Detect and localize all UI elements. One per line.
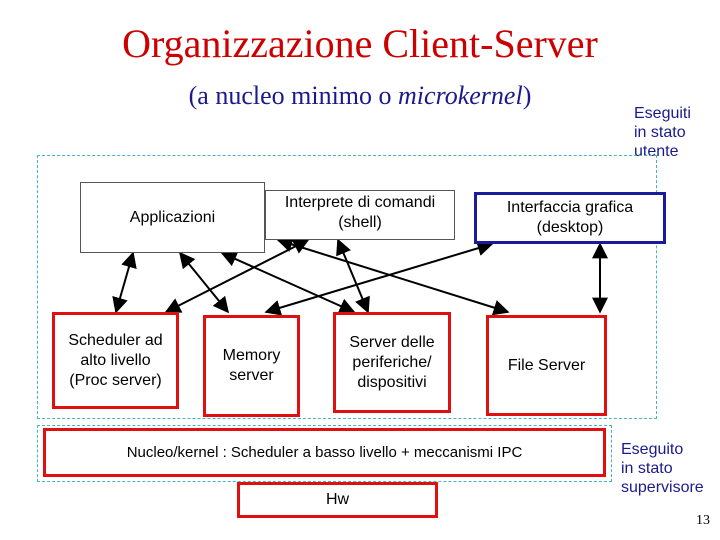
device-server-box: Server delle periferiche/ dispositivi xyxy=(333,312,451,413)
arrow-desktop-memory xyxy=(264,240,494,316)
subtitle-prefix: (a nucleo minimo o xyxy=(188,81,399,110)
arrow-apps-memory xyxy=(178,251,230,314)
arrow-shell-devices xyxy=(336,238,370,314)
shell-box: Interprete di comandi (shell) xyxy=(265,190,455,240)
supervisor-mode-region xyxy=(37,425,612,482)
subtitle-suffix: ) xyxy=(522,81,532,110)
memory-server-box: Memory server xyxy=(203,315,300,417)
supervisor-mode-note: Eseguito in stato supervisore xyxy=(621,441,704,496)
desktop-box: Interfaccia grafica (desktop) xyxy=(474,192,666,244)
page-title: Organizzazione Client-Server xyxy=(122,21,598,66)
kernel-box: Nucleo/kernel : Scheduler a basso livell… xyxy=(43,428,606,477)
applications-box: Applicazioni xyxy=(80,182,265,253)
subtitle-italic: microkernel xyxy=(398,81,523,110)
user-mode-region xyxy=(37,155,657,419)
arrow-apps-scheduler xyxy=(112,251,137,314)
page-subtitle: (a nucleo minimo o microkernel) xyxy=(100,80,620,112)
user-mode-note: Eseguiti in stato utente xyxy=(634,105,691,160)
arrow-shell-file xyxy=(276,236,510,316)
scheduler-server-box: Scheduler ad alto livello (Proc server) xyxy=(52,312,179,409)
page-number: 13 xyxy=(696,513,710,528)
arrow-apps-devices xyxy=(220,251,356,314)
file-server-box: File Server xyxy=(486,315,607,416)
hardware-box: Hw xyxy=(237,482,438,518)
